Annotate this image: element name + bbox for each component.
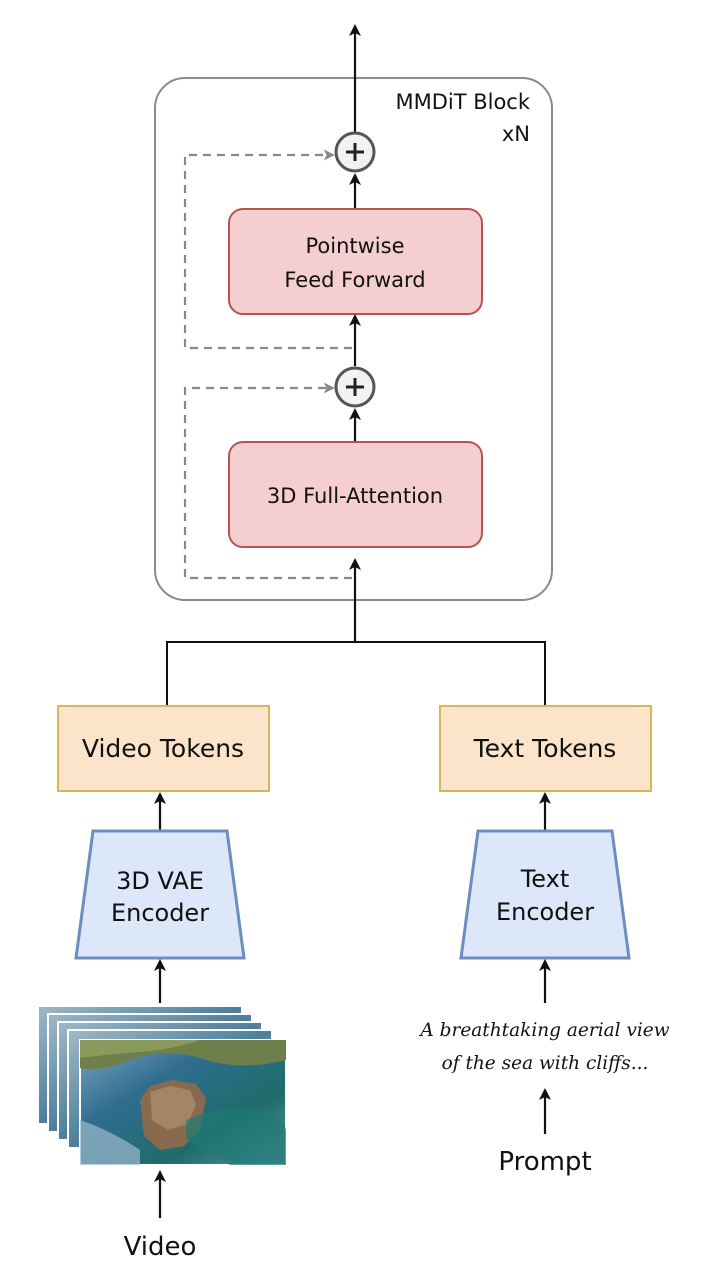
- text-encoder-box: [459, 829, 631, 960]
- text-encoder-label-line1: Text: [520, 865, 570, 893]
- vae-encoder-label-line1: 3D VAE: [116, 867, 204, 895]
- video-frames-stack: [37, 1005, 287, 1166]
- mmdit-block-repeat: xN: [502, 122, 530, 146]
- video-label: Video: [124, 1232, 197, 1262]
- feed-forward-label-line1: Pointwise: [305, 234, 404, 258]
- vae-encoder-box: [74, 829, 246, 960]
- prompt-text-line1: A breathtaking aerial view: [418, 1020, 669, 1041]
- text-tokens-box: [439, 705, 652, 792]
- feed-forward-box: [228, 208, 483, 315]
- vae-encoder-label-line2: Encoder: [111, 899, 209, 927]
- residual-connection-top: [183, 149, 352, 350]
- feed-forward-label-line2: Feed Forward: [284, 268, 425, 292]
- text-tokens-label: Text Tokens: [473, 734, 617, 763]
- video-tokens-box: [57, 705, 270, 792]
- video-frame-front: [79, 1039, 287, 1166]
- prompt-label: Prompt: [498, 1147, 591, 1177]
- attention-box: [228, 441, 483, 548]
- text-encoder-label-line2: Encoder: [496, 898, 594, 926]
- mmdit-block-title: MMDiT Block: [395, 90, 530, 114]
- mmdit-block-frame: [154, 77, 553, 601]
- token-merge-connector: [166, 641, 546, 706]
- prompt-text-line2: of the sea with cliffs...: [442, 1053, 649, 1074]
- video-tokens-label: Video Tokens: [82, 734, 244, 763]
- attention-label: 3D Full-Attention: [267, 484, 443, 508]
